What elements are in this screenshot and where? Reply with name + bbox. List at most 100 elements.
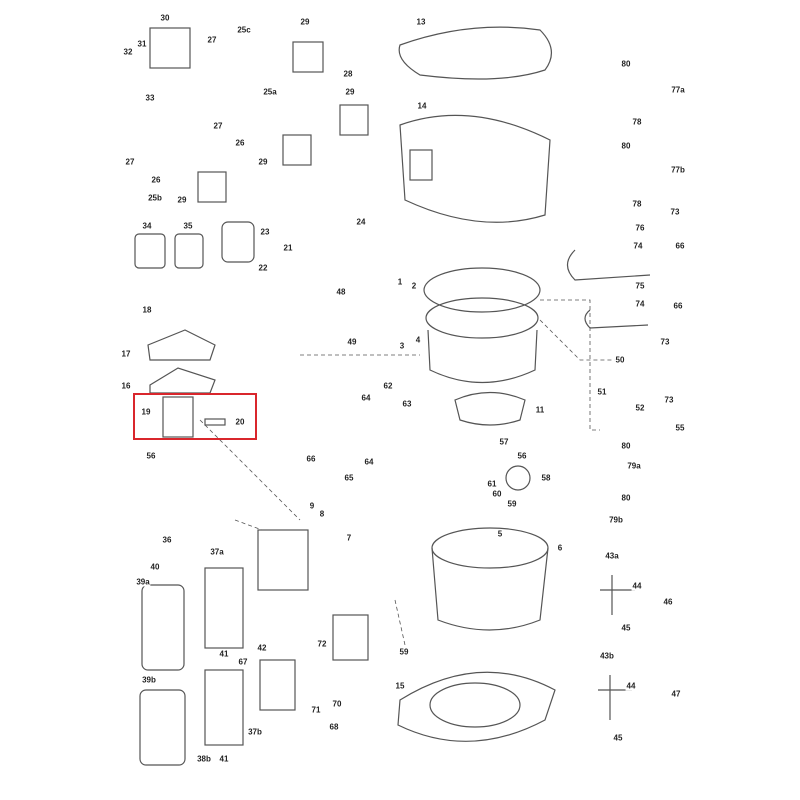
part-label: 60 bbox=[491, 489, 503, 499]
part-15-base bbox=[397, 671, 556, 742]
part-label: 75 bbox=[634, 281, 646, 291]
part-label: 68 bbox=[328, 722, 340, 732]
part-3-burner-body bbox=[427, 329, 538, 383]
part-14-window bbox=[409, 149, 433, 181]
part-label: 61 bbox=[486, 479, 498, 489]
part-30-panel bbox=[149, 27, 191, 69]
part-20-fuse bbox=[204, 418, 226, 426]
part-label: 7 bbox=[345, 533, 353, 543]
part-label: 56 bbox=[145, 451, 157, 461]
part-label: 41 bbox=[218, 649, 230, 659]
part-label: 18 bbox=[141, 305, 153, 315]
part-label: 35 bbox=[182, 221, 194, 231]
part-label: 29 bbox=[344, 87, 356, 97]
part-label: 16 bbox=[120, 381, 132, 391]
part-label: 55 bbox=[674, 423, 686, 433]
part-label: 74 bbox=[634, 299, 646, 309]
part-label: 70 bbox=[331, 699, 343, 709]
part-37b-frame bbox=[204, 669, 244, 746]
part-label: 78 bbox=[631, 199, 643, 209]
part-label: 56 bbox=[516, 451, 528, 461]
part-label: 1 bbox=[396, 277, 404, 287]
part-label: 43a bbox=[604, 551, 620, 561]
leader-lines bbox=[199, 299, 620, 646]
part-label: 67 bbox=[237, 657, 249, 667]
part-label: 80 bbox=[620, 141, 632, 151]
part-label: 14 bbox=[416, 101, 428, 111]
part-label: 65 bbox=[343, 473, 355, 483]
part-label: 2 bbox=[410, 281, 418, 291]
part-label: 27 bbox=[124, 157, 136, 167]
part-label: 43b bbox=[599, 651, 615, 661]
part-label: 29 bbox=[176, 195, 188, 205]
part-36-cover bbox=[141, 584, 185, 671]
part-label: 30 bbox=[159, 13, 171, 23]
part-label: 39b bbox=[141, 675, 157, 685]
part-35-thermostat bbox=[174, 233, 204, 269]
part-label: 38b bbox=[196, 754, 212, 764]
part-label: 25b bbox=[147, 193, 163, 203]
part-label: 15 bbox=[394, 681, 406, 691]
part-21-thermostat bbox=[221, 221, 255, 263]
part-4-ring bbox=[423, 267, 541, 313]
part-label: 66 bbox=[674, 241, 686, 251]
part-29-frame bbox=[292, 41, 324, 73]
part-label: 37b bbox=[247, 727, 263, 737]
part-label: 79a bbox=[626, 461, 642, 471]
part-label: 49 bbox=[346, 337, 358, 347]
part-label: 45 bbox=[612, 733, 624, 743]
part-label: 47 bbox=[670, 689, 682, 699]
part-label: 11 bbox=[534, 405, 546, 415]
part-label: 59 bbox=[506, 499, 518, 509]
part-label: 63 bbox=[401, 399, 413, 409]
part-37a-frame bbox=[204, 567, 244, 649]
part-17-cover bbox=[147, 329, 216, 361]
part-label: 33 bbox=[144, 93, 156, 103]
part-11-shield bbox=[454, 391, 526, 426]
part-label: 40 bbox=[149, 562, 161, 572]
part-label: 62 bbox=[382, 381, 394, 391]
part-label: 32 bbox=[122, 47, 134, 57]
part-label: 13 bbox=[415, 17, 427, 27]
part-label: 59 bbox=[398, 647, 410, 657]
part-39b-cover bbox=[139, 689, 186, 766]
part-label: 41 bbox=[218, 754, 230, 764]
part-label: 21 bbox=[282, 243, 294, 253]
part-19-relay bbox=[162, 396, 194, 438]
part-label: 19 bbox=[140, 407, 152, 417]
part-label: 27 bbox=[212, 121, 224, 131]
part-14-casing bbox=[399, 114, 551, 223]
part-75-element bbox=[584, 309, 649, 329]
part-label: 45 bbox=[620, 623, 632, 633]
part-label: 20 bbox=[234, 417, 246, 427]
part-label: 17 bbox=[120, 349, 132, 359]
part-label: 44 bbox=[625, 681, 637, 691]
part-72-box bbox=[332, 614, 369, 661]
part-label: 6 bbox=[556, 543, 564, 553]
part-label: 9 bbox=[308, 501, 316, 511]
part-label: 27 bbox=[206, 35, 218, 45]
part-label: 77a bbox=[670, 85, 686, 95]
part-label: 3 bbox=[398, 341, 406, 351]
part-label: 29 bbox=[299, 17, 311, 27]
part-label: 39a bbox=[135, 577, 151, 587]
part-label: 58 bbox=[540, 473, 552, 483]
part-label: 73 bbox=[669, 207, 681, 217]
part-label: 4 bbox=[414, 335, 422, 345]
part-label: 80 bbox=[620, 441, 632, 451]
part-43a-valve bbox=[600, 575, 635, 615]
part-label: 48 bbox=[335, 287, 347, 297]
part-label: 46 bbox=[662, 597, 674, 607]
part-label: 66 bbox=[305, 454, 317, 464]
part-label: 29 bbox=[257, 157, 269, 167]
part-label: 72 bbox=[316, 639, 328, 649]
part-label: 64 bbox=[360, 393, 372, 403]
part-76-element bbox=[566, 249, 651, 281]
part-label: 37a bbox=[209, 547, 225, 557]
part-label: 24 bbox=[355, 217, 367, 227]
part-label: 26 bbox=[150, 175, 162, 185]
part-9-box bbox=[257, 529, 309, 591]
highlight-box-parts-19-20 bbox=[133, 393, 257, 440]
